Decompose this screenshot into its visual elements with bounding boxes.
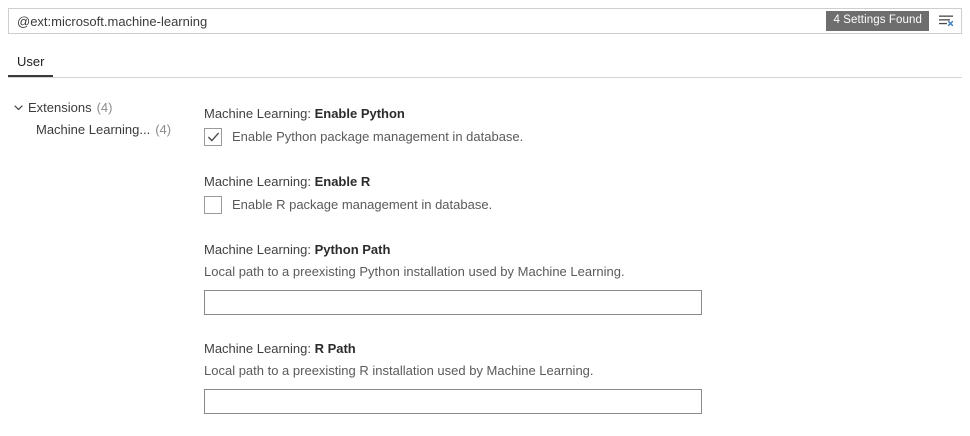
settings-found-badge: 4 Settings Found: [826, 10, 929, 32]
setting-title-python-path: Machine Learning: Python Path: [204, 241, 944, 259]
settings-tabs: User: [0, 48, 970, 78]
settings-search-input[interactable]: [9, 9, 827, 33]
setting-title-r-path: Machine Learning: R Path: [204, 340, 944, 358]
setting-description-r-path: Local path to a preexisting R installati…: [204, 363, 594, 378]
setting-name: Enable R: [314, 174, 371, 189]
tabs-divider: [8, 77, 962, 78]
setting-item-enable-r: Machine Learning: Enable R Enable R pack…: [204, 173, 944, 216]
clear-filter-icon: [938, 13, 955, 30]
setting-category: Machine Learning:: [204, 242, 315, 257]
setting-input-python-path[interactable]: [204, 290, 702, 315]
setting-title-enable-r: Machine Learning: Enable R: [204, 173, 944, 191]
setting-description-python-path: Local path to a preexisting Python insta…: [204, 264, 625, 279]
search-actions: 4 Settings Found: [826, 9, 961, 33]
setting-category: Machine Learning:: [204, 174, 315, 189]
setting-item-python-path: Machine Learning: Python Path Local path…: [204, 241, 944, 315]
setting-category: Machine Learning:: [204, 106, 315, 121]
settings-toc: Extensions (4) Machine Learning... (4): [0, 96, 190, 140]
setting-item-r-path: Machine Learning: R Path Local path to a…: [204, 340, 944, 414]
toc-item-machine-learning-label: Machine Learning...: [36, 121, 151, 137]
setting-name: Python Path: [314, 242, 391, 257]
setting-bool-row-enable-r: Enable R package management in database.: [204, 194, 944, 216]
setting-name: R Path: [314, 341, 356, 356]
checkbox-enable-r[interactable]: [204, 196, 222, 214]
setting-bool-label-enable-r: Enable R package management in database.: [232, 197, 493, 212]
tab-user-label: User: [17, 54, 45, 69]
setting-input-r-path[interactable]: [204, 389, 702, 414]
toc-item-machine-learning[interactable]: Machine Learning... (4): [0, 118, 190, 140]
settings-items-list: Machine Learning: Enable Python Enable P…: [204, 105, 944, 436]
settings-search-bar: 4 Settings Found: [8, 8, 962, 34]
toc-item-extensions-count: (4): [96, 99, 113, 115]
chevron-down-icon[interactable]: [10, 99, 26, 115]
setting-bool-label-enable-python: Enable Python package management in data…: [232, 129, 524, 144]
setting-category: Machine Learning:: [204, 341, 315, 356]
toc-item-machine-learning-count: (4): [155, 121, 172, 137]
tab-user[interactable]: User: [8, 48, 54, 77]
toc-item-extensions[interactable]: Extensions (4): [0, 96, 190, 118]
toc-item-extensions-label: Extensions: [28, 99, 92, 115]
checkbox-enable-python[interactable]: [204, 128, 222, 146]
checkmark-icon: [207, 132, 219, 141]
setting-title-enable-python: Machine Learning: Enable Python: [204, 105, 944, 123]
setting-item-enable-python: Machine Learning: Enable Python Enable P…: [204, 105, 944, 148]
clear-filter-button[interactable]: [935, 10, 957, 32]
setting-name: Enable Python: [314, 106, 405, 121]
setting-bool-row-enable-python: Enable Python package management in data…: [204, 126, 944, 148]
